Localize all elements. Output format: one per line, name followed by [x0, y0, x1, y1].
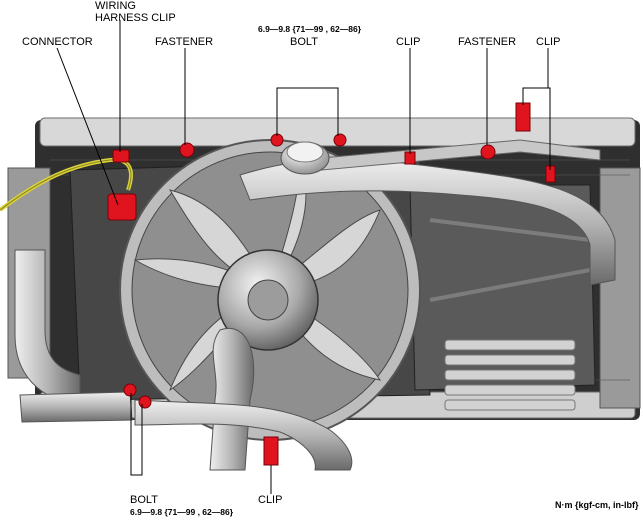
unit-note: N·m {kgf-cm, in-lbf} [555, 500, 639, 510]
wiring-harness [0, 157, 133, 212]
fastener-left-marker [179, 142, 195, 158]
clip-bottom-label: CLIP [258, 494, 283, 506]
clip-top-right-label: CLIP [536, 36, 561, 48]
wiring-harness-clip-label-line2: HARNESS CLIP [95, 12, 176, 24]
fastener-left-label: FASTENER [155, 36, 214, 48]
clip-top-right-marker-upper [515, 102, 531, 132]
leader-lines [56, 20, 551, 494]
bolt-bottom-left-marker [123, 383, 137, 397]
wiring-harness-clip-marker [112, 149, 130, 163]
torque-bottom-label: 6.9—9.8 {71—99 , 62—86} [130, 507, 234, 517]
fastener-right-marker [480, 144, 496, 160]
radiator-cap [280, 141, 330, 175]
clip-bottom-marker [263, 436, 279, 466]
connector-marker [107, 193, 137, 221]
left-hose [14, 249, 133, 423]
cooling-fan [119, 139, 421, 441]
torque-top-label: 6.9—9.8 {71—99 , 62—86} [258, 24, 362, 34]
bolt-top-label: BOLT [290, 36, 318, 48]
bolt-top-right-marker [333, 133, 347, 147]
lower-radiator-hose [134, 327, 353, 471]
clip-top-middle-label: CLIP [396, 36, 421, 48]
connector-label: CONNECTOR [22, 36, 93, 48]
bolt-bottom-right-marker [138, 395, 152, 409]
bolt-bottom-label: BOLT [130, 494, 158, 506]
wiring-harness-clip-label-line1: WIRING [95, 0, 136, 12]
fastener-right-label: FASTENER [458, 36, 517, 48]
